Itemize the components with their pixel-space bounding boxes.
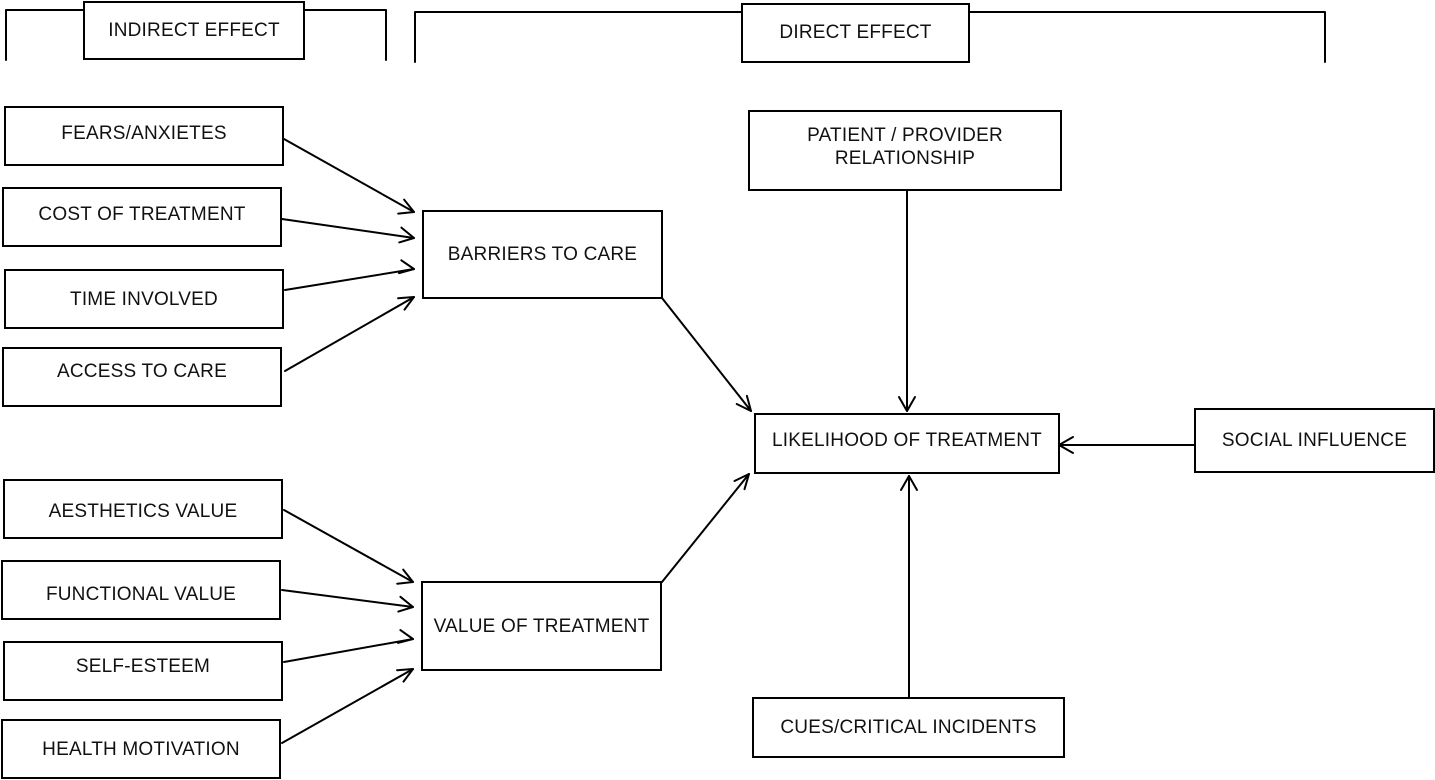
node-label: COST OF TREATMENT bbox=[38, 203, 246, 225]
node-label: VALUE OF TREATMENT bbox=[433, 615, 650, 637]
node-patient-provider-relationship: PATIENT / PROVIDER RELATIONSHIP bbox=[748, 110, 1062, 191]
arrowhead bbox=[397, 595, 414, 613]
arrowhead bbox=[396, 568, 414, 585]
node-likelihood-of-treatment: LIKELIHOOD OF TREATMENT bbox=[754, 413, 1060, 474]
node-cost-of-treatment: COST OF TREATMENT bbox=[2, 187, 282, 247]
arrowhead bbox=[398, 226, 415, 244]
node-label: BARRIERS TO CARE bbox=[447, 244, 638, 265]
node-cues-critical-incidents: CUES/CRITICAL INCIDENTS bbox=[752, 697, 1065, 758]
arrowhead bbox=[397, 296, 415, 311]
arrow-functional-to-value bbox=[281, 589, 414, 608]
node-label: FEARS/ANXIETES bbox=[61, 122, 227, 144]
arrowhead bbox=[898, 396, 916, 412]
node-label: FUNCTIONAL VALUE bbox=[45, 583, 237, 605]
arrow-time-to-barriers bbox=[284, 268, 415, 291]
arrowhead bbox=[733, 473, 750, 491]
arrowhead bbox=[398, 259, 415, 275]
arrow-aesthetics-to-value bbox=[283, 509, 414, 583]
arrowhead bbox=[397, 198, 415, 215]
direct-effect-header-label: DIRECT EFFECT bbox=[779, 22, 932, 43]
node-health-motivation: HEALTH MOTIVATION bbox=[1, 719, 281, 779]
arrow-barriers-to-likelihood bbox=[661, 297, 752, 412]
direct-effect-header: DIRECT EFFECT bbox=[741, 3, 970, 63]
node-label: TIME INVOLVED bbox=[70, 288, 218, 310]
node-label-line1: PATIENT / PROVIDER bbox=[807, 124, 1003, 146]
node-label-line2: RELATIONSHIP bbox=[834, 147, 976, 169]
node-label: SELF-ESTEEM bbox=[75, 655, 211, 677]
node-access-to-care: ACCESS TO CARE bbox=[2, 347, 282, 407]
node-label: AESTHETICS VALUE bbox=[48, 500, 238, 522]
arrow-health-motivation-to-value bbox=[281, 668, 414, 744]
node-label: LIKELIHOOD OF TREATMENT bbox=[772, 430, 1042, 451]
node-time-involved: TIME INVOLVED bbox=[4, 269, 284, 329]
node-label: ACCESS TO CARE bbox=[57, 360, 227, 382]
arrowhead bbox=[900, 475, 918, 491]
arrow-self-esteem-to-value bbox=[283, 638, 414, 663]
node-social-influence: SOCIAL INFLUENCE bbox=[1194, 408, 1435, 473]
node-self-esteem: SELF-ESTEEM bbox=[3, 641, 283, 701]
node-value-of-treatment: VALUE OF TREATMENT bbox=[421, 581, 662, 671]
arrowhead bbox=[396, 668, 414, 683]
node-functional-value: FUNCTIONAL VALUE bbox=[1, 560, 281, 620]
arrowhead bbox=[397, 629, 414, 644]
node-label: SOCIAL INFLUENCE bbox=[1221, 430, 1408, 451]
arrow-value-to-likelihood bbox=[661, 473, 750, 583]
node-aesthetics-value: AESTHETICS VALUE bbox=[3, 479, 283, 539]
node-label: CUES/CRITICAL INCIDENTS bbox=[780, 717, 1037, 738]
node-fears-anxieties: FEARS/ANXIETES bbox=[4, 106, 284, 166]
indirect-effect-header: INDIRECT EFFECT bbox=[83, 1, 305, 60]
arrow-fears-to-barriers bbox=[283, 138, 415, 213]
arrow-access-to-barriers bbox=[284, 296, 415, 372]
arrow-cost-to-barriers bbox=[281, 218, 415, 239]
node-label: HEALTH MOTIVATION bbox=[42, 738, 240, 760]
indirect-effect-header-label: INDIRECT EFFECT bbox=[108, 19, 280, 41]
arrowhead bbox=[735, 394, 752, 412]
node-barriers-to-care: BARRIERS TO CARE bbox=[422, 210, 663, 299]
